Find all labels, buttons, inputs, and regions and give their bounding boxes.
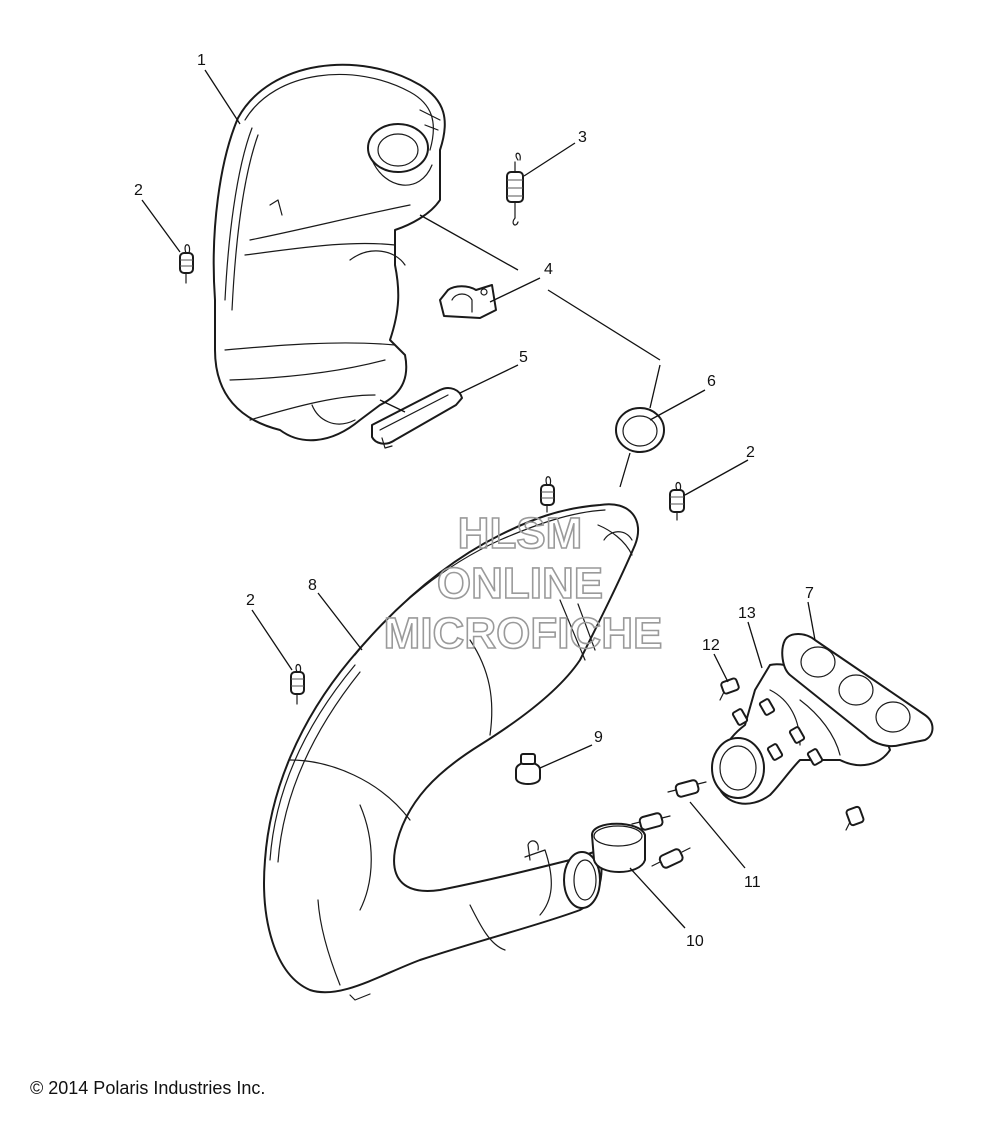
manifold-gasket-part [781,633,934,748]
exhaust-pipe-part [263,503,640,1001]
callout-5: 5 [519,349,528,366]
drain-plug-part [515,753,541,785]
seal-ring-part [615,407,665,453]
leader-lines [141,69,816,929]
spring-part-11-b [667,779,707,798]
bolt-part-12-lower [845,805,865,831]
spring-part-2-right [669,481,685,521]
callout-2-right: 2 [746,444,755,461]
callout-4: 4 [544,261,553,278]
callout-3: 3 [578,129,587,146]
grommet-part [439,284,497,319]
spring-part-11-a [631,812,671,831]
watermark-line-2: ONLINE [437,559,603,608]
watermark-line-3: MICROFICHE [384,609,663,658]
callout-labels: 1 2 3 4 5 6 2 2 8 13 7 12 9 11 10 [134,52,814,950]
bolt-part-12-upper [719,677,740,701]
callout-9: 9 [594,729,603,746]
spring-part-2-lower-left [290,663,305,705]
callout-8: 8 [308,577,317,594]
callout-7: 7 [805,585,814,602]
spring-part-11-c [651,847,691,869]
watermark-line-1: HLSM [458,509,583,558]
silencer-part [212,63,446,442]
copyright-notice: © 2014 Polaris Industries Inc. [30,1078,266,1098]
callout-11: 11 [744,874,761,891]
callout-2-upper-left: 2 [134,182,143,199]
callout-10: 10 [686,933,704,950]
heat-shield-part [371,387,463,449]
callout-12: 12 [702,637,720,654]
watermark: HLSM ONLINE MICROFICHE [383,508,663,659]
spring-part-2-upper-left [179,244,194,284]
callout-2-lower-left: 2 [246,592,255,609]
spring-part-3 [506,152,524,226]
clamp-ring-part [591,822,646,873]
callout-13: 13 [738,605,756,622]
spring-part-2-middle [540,476,555,513]
callout-6: 6 [707,373,716,390]
callout-1: 1 [197,52,206,69]
